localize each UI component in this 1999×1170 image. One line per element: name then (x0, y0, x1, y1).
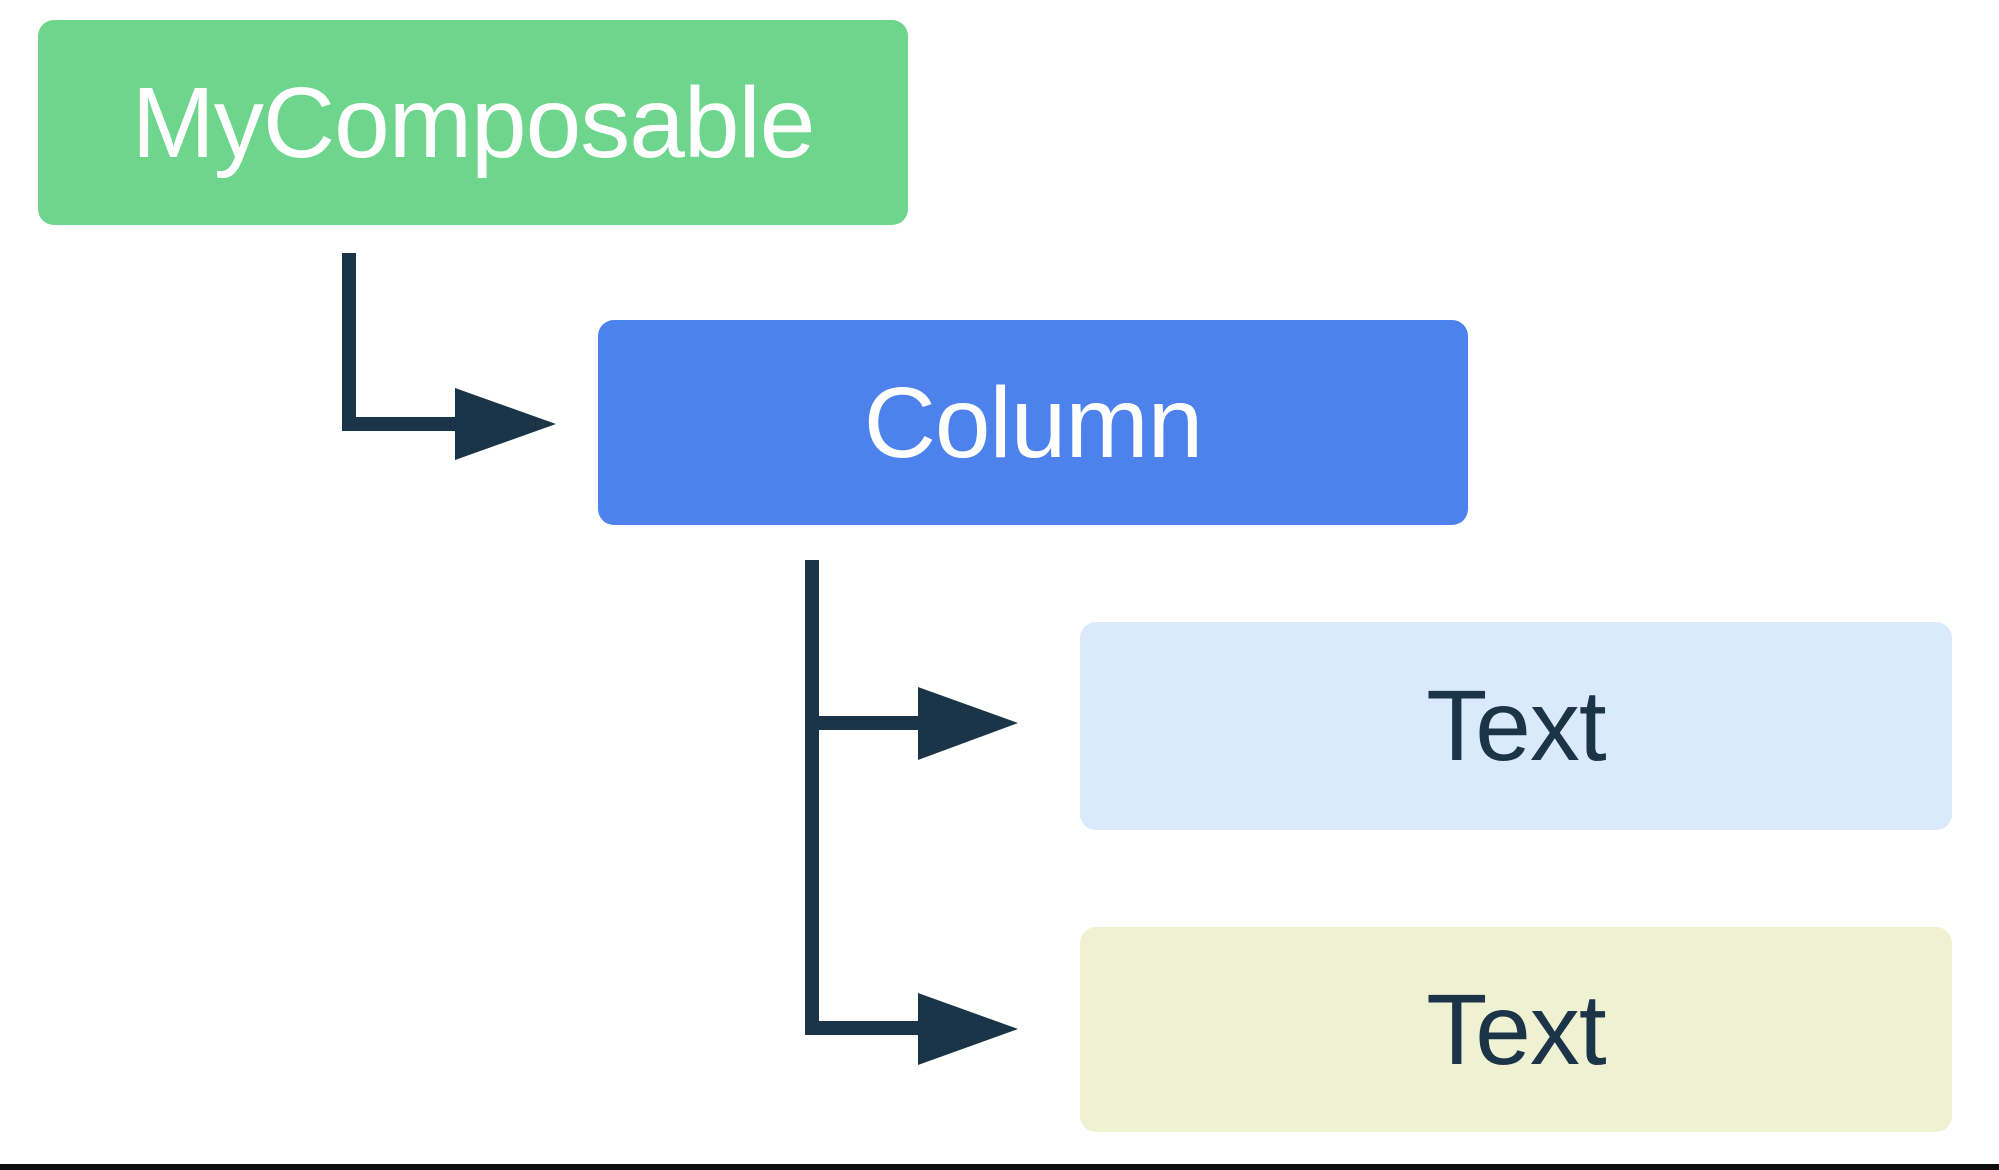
node-text-2: Text (1080, 927, 1952, 1132)
connector-mycomposable-to-column (342, 253, 556, 460)
node-text-1: Text (1080, 622, 1952, 830)
node-column-label: Column (863, 366, 1204, 479)
node-mycomposable: MyComposable (38, 20, 908, 225)
node-text-1-label: Text (1426, 670, 1606, 782)
node-mycomposable-label: MyComposable (131, 66, 816, 179)
arrowhead-icon (455, 388, 556, 460)
connector-line (805, 560, 920, 1035)
connector-column-to-texts (805, 560, 1018, 1065)
arrowhead-icon (918, 687, 1018, 760)
bottom-divider (0, 1164, 1999, 1170)
node-text-2-label: Text (1426, 973, 1606, 1086)
node-column: Column (598, 320, 1468, 525)
connector-line (342, 253, 457, 431)
arrowhead-icon (918, 993, 1018, 1065)
